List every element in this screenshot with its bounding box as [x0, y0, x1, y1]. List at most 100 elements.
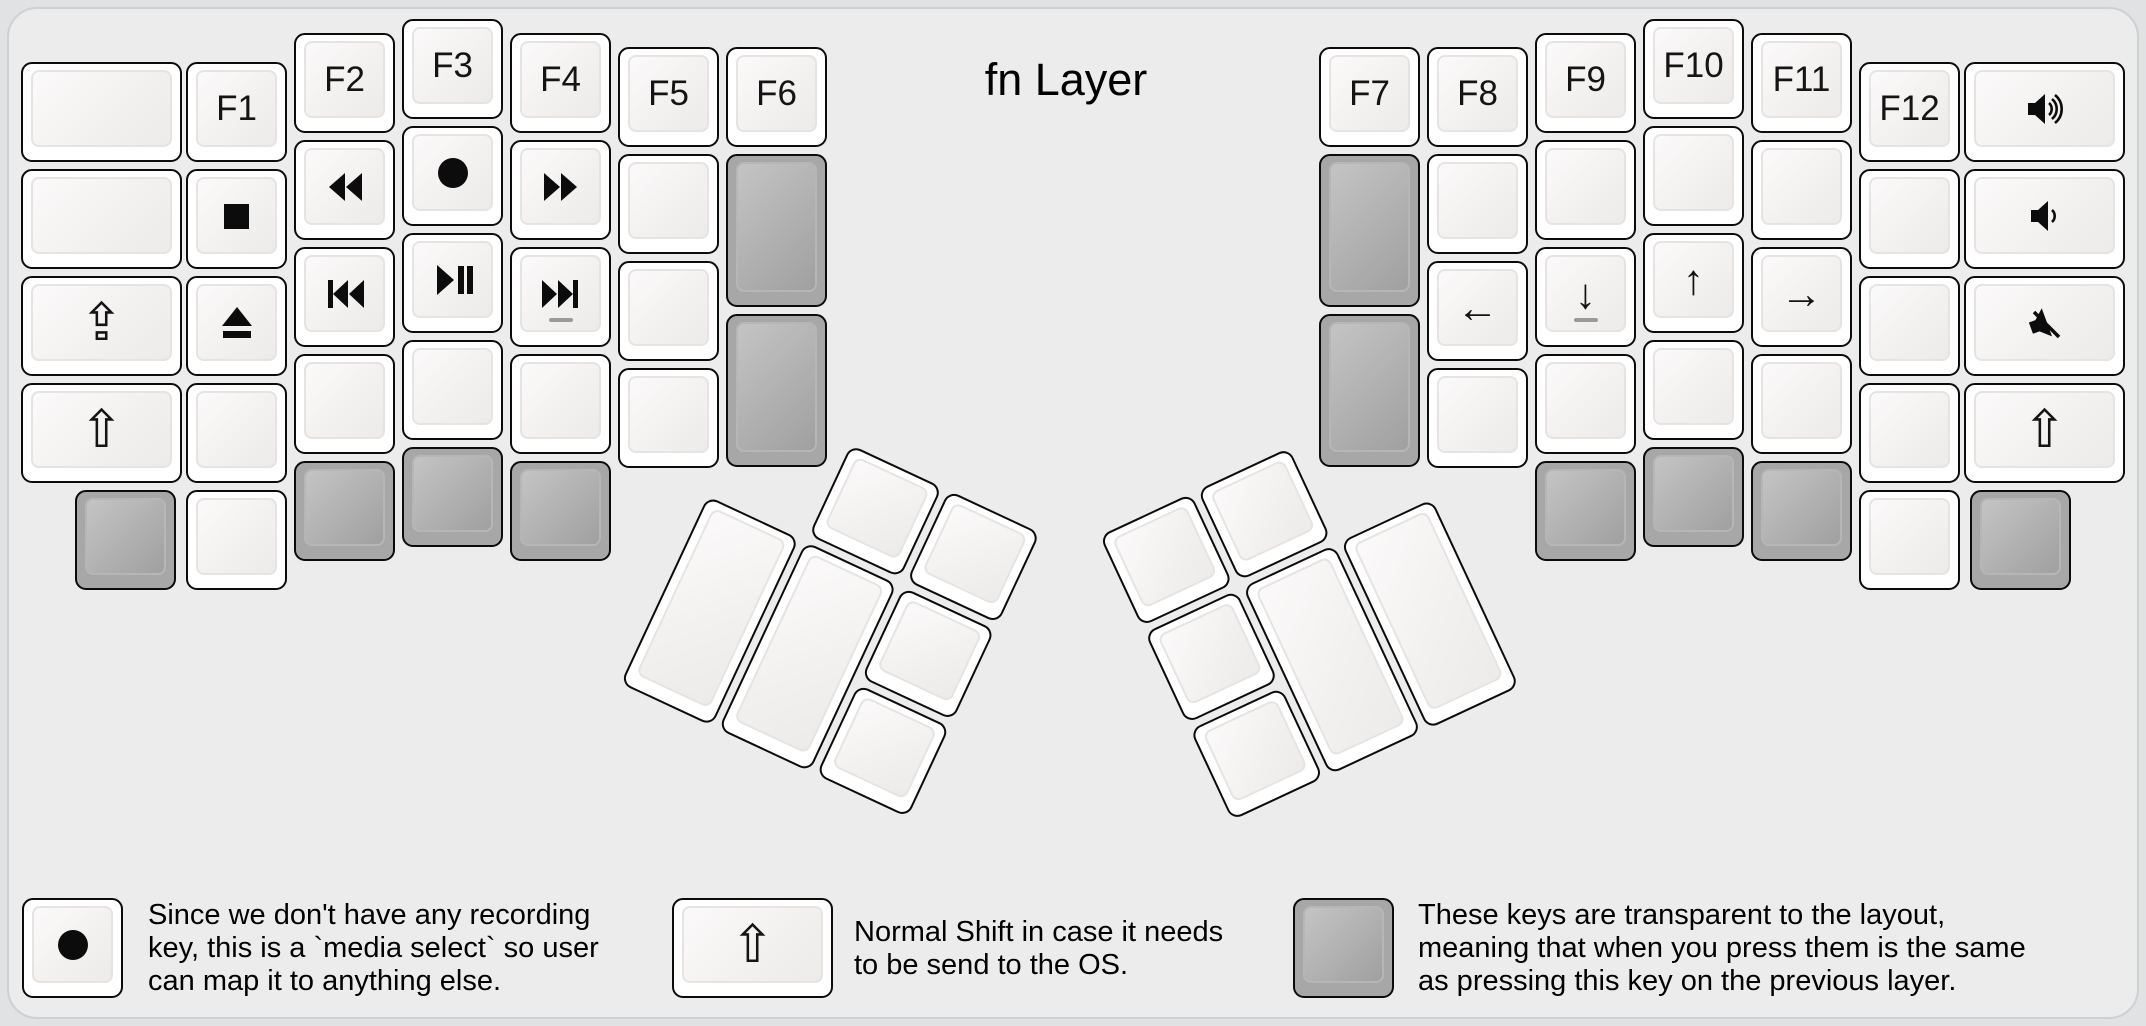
key-transparent-r-6[interactable] [1970, 490, 2071, 590]
key-mute[interactable] [1964, 276, 2125, 376]
key-f11[interactable]: F11 [1751, 33, 1852, 133]
legend-key-record[interactable] [22, 898, 123, 998]
keycap-top [1157, 601, 1263, 706]
key-blank-l-5[interactable] [618, 154, 719, 254]
key-volume-down[interactable] [1964, 169, 2125, 269]
keycap-top [1545, 362, 1626, 439]
keycap-top: F1 [196, 70, 277, 147]
keycap-top [520, 255, 601, 332]
key-record[interactable] [402, 126, 503, 226]
key-f8[interactable]: F8 [1427, 47, 1528, 147]
key-f2[interactable]: F2 [294, 33, 395, 133]
key-transparent-l-4[interactable] [726, 154, 827, 307]
key-blank-l-outer-1[interactable] [21, 62, 182, 162]
key-blank-r-1[interactable] [1427, 154, 1528, 254]
keycap-top [85, 498, 166, 575]
key-f5[interactable]: F5 [618, 47, 719, 147]
key-f10[interactable]: F10 [1643, 19, 1744, 119]
key-f1[interactable]: F1 [186, 62, 287, 162]
legend-text-line: as pressing this key on the previous lay… [1418, 965, 1957, 997]
key-transparent-r-1[interactable] [1319, 154, 1420, 307]
key-arrow-up[interactable]: ↑ [1643, 233, 1744, 333]
key-f7[interactable]: F7 [1319, 47, 1420, 147]
keycap-top [31, 177, 172, 254]
key-blank-l-outer-2[interactable] [21, 169, 182, 269]
rewind-icon [328, 172, 362, 201]
key-prev-track[interactable] [294, 247, 395, 347]
homing-bar [1573, 318, 1598, 322]
key-transparent-r-4[interactable] [1643, 447, 1744, 547]
key-blank-l-bottom[interactable] [186, 490, 287, 590]
key-shift-left[interactable]: ⇧ [21, 383, 182, 483]
keycap-top [824, 456, 930, 561]
key-arrow-left[interactable]: ← [1427, 261, 1528, 361]
key-next-track[interactable] [510, 247, 611, 347]
key-transparent-l-3[interactable] [510, 461, 611, 561]
key-f12[interactable]: F12 [1859, 62, 1960, 162]
key-blank-r-9[interactable] [1859, 169, 1960, 269]
key-shift-right[interactable]: ⇧ [1964, 383, 2125, 483]
arrow-left-icon: ← [1456, 283, 1499, 331]
key-blank-r-3[interactable] [1535, 140, 1636, 240]
keycap-top [1974, 70, 2115, 147]
key-blank-r-4[interactable] [1535, 354, 1636, 454]
key-blank-l-7[interactable] [618, 368, 719, 468]
keycap-top [520, 362, 601, 439]
keycap-top [736, 162, 817, 292]
legend-text-line: meaning that when you press them is the … [1418, 932, 2026, 964]
volume-up-icon [2027, 93, 2063, 124]
key-arrow-down[interactable]: ↓ [1535, 247, 1636, 347]
keycap-top [304, 255, 385, 332]
key-blank-l-3[interactable] [402, 340, 503, 440]
key-eject[interactable] [186, 276, 287, 376]
keycap-top [1545, 469, 1626, 546]
record-icon [437, 157, 468, 188]
key-transparent-l-6[interactable] [75, 490, 176, 590]
keycap-top: F3 [412, 27, 493, 104]
key-blank-r-5[interactable] [1643, 126, 1744, 226]
legend-key-transparent[interactable] [1293, 898, 1394, 998]
key-blank-r-6[interactable] [1643, 340, 1744, 440]
key-blank-r-2[interactable] [1427, 368, 1528, 468]
homing-bar [548, 318, 573, 322]
key-transparent-l-2[interactable] [402, 447, 503, 547]
key-f9[interactable]: F9 [1535, 33, 1636, 133]
key-label: F1 [216, 88, 257, 128]
key-blank-l-4[interactable] [510, 354, 611, 454]
key-blank-r-7[interactable] [1751, 140, 1852, 240]
key-transparent-r-5[interactable] [1751, 461, 1852, 561]
key-blank-r-11[interactable] [1859, 383, 1960, 483]
keycap-top: ⇧ [31, 391, 172, 468]
key-blank-l-6[interactable] [618, 261, 719, 361]
key-label: F2 [324, 59, 365, 99]
key-arrow-right[interactable]: → [1751, 247, 1852, 347]
key-f4[interactable]: F4 [510, 33, 611, 133]
key-caps-lock[interactable]: ⇪ [21, 276, 182, 376]
key-volume-up[interactable] [1964, 62, 2125, 162]
key-fast-forward[interactable] [510, 140, 611, 240]
legend-key-shift[interactable]: ⇧ [672, 898, 833, 998]
keycap-top [1111, 504, 1218, 609]
eject-icon [221, 306, 252, 338]
key-transparent-r-2[interactable] [1319, 314, 1420, 467]
key-rewind[interactable] [294, 140, 395, 240]
key-blank-r-8[interactable] [1751, 354, 1852, 454]
key-transparent-l-1[interactable] [294, 461, 395, 561]
key-stop[interactable] [186, 169, 287, 269]
key-transparent-r-3[interactable] [1535, 461, 1636, 561]
keycap-top [304, 469, 385, 546]
key-blank-r-10[interactable] [1859, 276, 1960, 376]
key-f6[interactable]: F6 [726, 47, 827, 147]
key-play-pause[interactable] [402, 233, 503, 333]
key-transparent-l-5[interactable] [726, 314, 827, 467]
key-f3[interactable]: F3 [402, 19, 503, 119]
keycap-top: ⇧ [682, 906, 823, 983]
legend-text-line: These keys are transparent to the layout… [1418, 899, 1946, 931]
key-blank-l-2[interactable] [294, 354, 395, 454]
key-blank-l-1[interactable] [186, 383, 287, 483]
key-blank-r-bottom[interactable] [1859, 490, 1960, 590]
keycap-top [412, 241, 493, 318]
legend-text-line: can map it to anything else. [148, 965, 502, 997]
arrow-right-icon: → [1780, 269, 1823, 317]
